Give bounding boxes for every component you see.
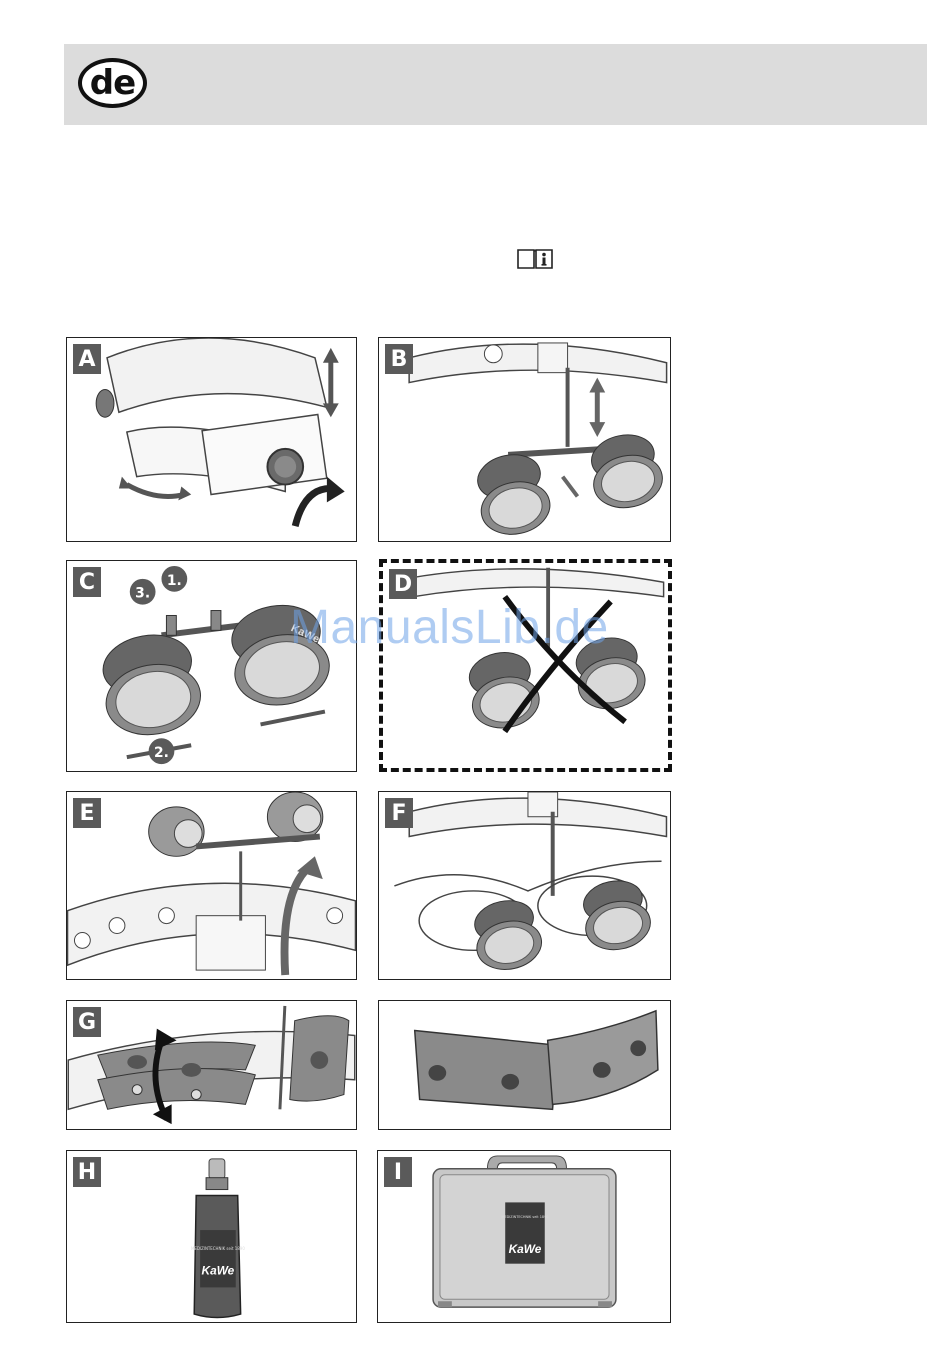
figure-panel-e: E bbox=[66, 791, 357, 980]
forehead-pad-illustration bbox=[379, 1001, 670, 1129]
figure-panel-d: D bbox=[379, 559, 672, 772]
panel-label-d: D bbox=[389, 569, 417, 599]
carry-case-illustration: MEDIZINTECHNIK seit 1890 KaWe bbox=[378, 1151, 670, 1322]
bottle-brand: KaWe bbox=[202, 1264, 235, 1278]
headband-adjust-illustration bbox=[67, 338, 356, 541]
figure-panel-f: F bbox=[378, 791, 671, 980]
case-brand: KaWe bbox=[509, 1242, 542, 1256]
step-3-label: 3. bbox=[135, 586, 150, 602]
panel-label-h: H bbox=[73, 1157, 101, 1187]
manual-info-icon bbox=[516, 247, 554, 271]
loupe-height-illustration bbox=[379, 338, 670, 541]
panel-label-b: B bbox=[385, 344, 413, 374]
glasses-mount-illustration bbox=[379, 792, 670, 979]
language-header-bar: de bbox=[64, 44, 927, 125]
panel-label-i: I bbox=[384, 1157, 412, 1187]
loupe-convergence-illustration: 3. 1. KaWe 2. bbox=[67, 561, 356, 771]
watermark: ManualsLib.de bbox=[290, 600, 609, 655]
panel-label-f: F bbox=[385, 798, 413, 828]
figure-panel-pad bbox=[378, 1000, 671, 1130]
bottle-text: MEDIZINTECHNIK seit 1890 bbox=[191, 1246, 245, 1251]
step-2-label: 2. bbox=[154, 745, 169, 761]
panel-label-g: G bbox=[73, 1007, 101, 1037]
case-text: MEDIZINTECHNIK seit 1890 bbox=[501, 1215, 548, 1219]
headband-pad-illustration bbox=[67, 1001, 356, 1129]
incorrect-mounting-illustration bbox=[383, 563, 668, 768]
figure-panel-c: C 3. 1. KaWe 2. bbox=[66, 560, 357, 772]
step-1-label: 1. bbox=[167, 573, 182, 589]
figure-panel-g: G bbox=[66, 1000, 357, 1130]
figure-panel-b: B bbox=[378, 337, 671, 542]
loupe-attach-illustration bbox=[67, 792, 356, 979]
panel-label-c: C bbox=[73, 567, 101, 597]
panel-label-e: E bbox=[73, 798, 101, 828]
cleaning-spray-illustration: MEDIZINTECHNIK seit 1890 KaWe bbox=[67, 1151, 356, 1322]
language-badge: de bbox=[78, 58, 147, 108]
figure-panel-a: A bbox=[66, 337, 357, 542]
panel-label-a: A bbox=[73, 344, 101, 374]
figure-panel-i: I MEDIZINTECHNIK seit 1890 KaWe bbox=[377, 1150, 671, 1323]
figure-panel-h: H MEDIZINTECHNIK seit 1890 KaWe bbox=[66, 1150, 357, 1323]
